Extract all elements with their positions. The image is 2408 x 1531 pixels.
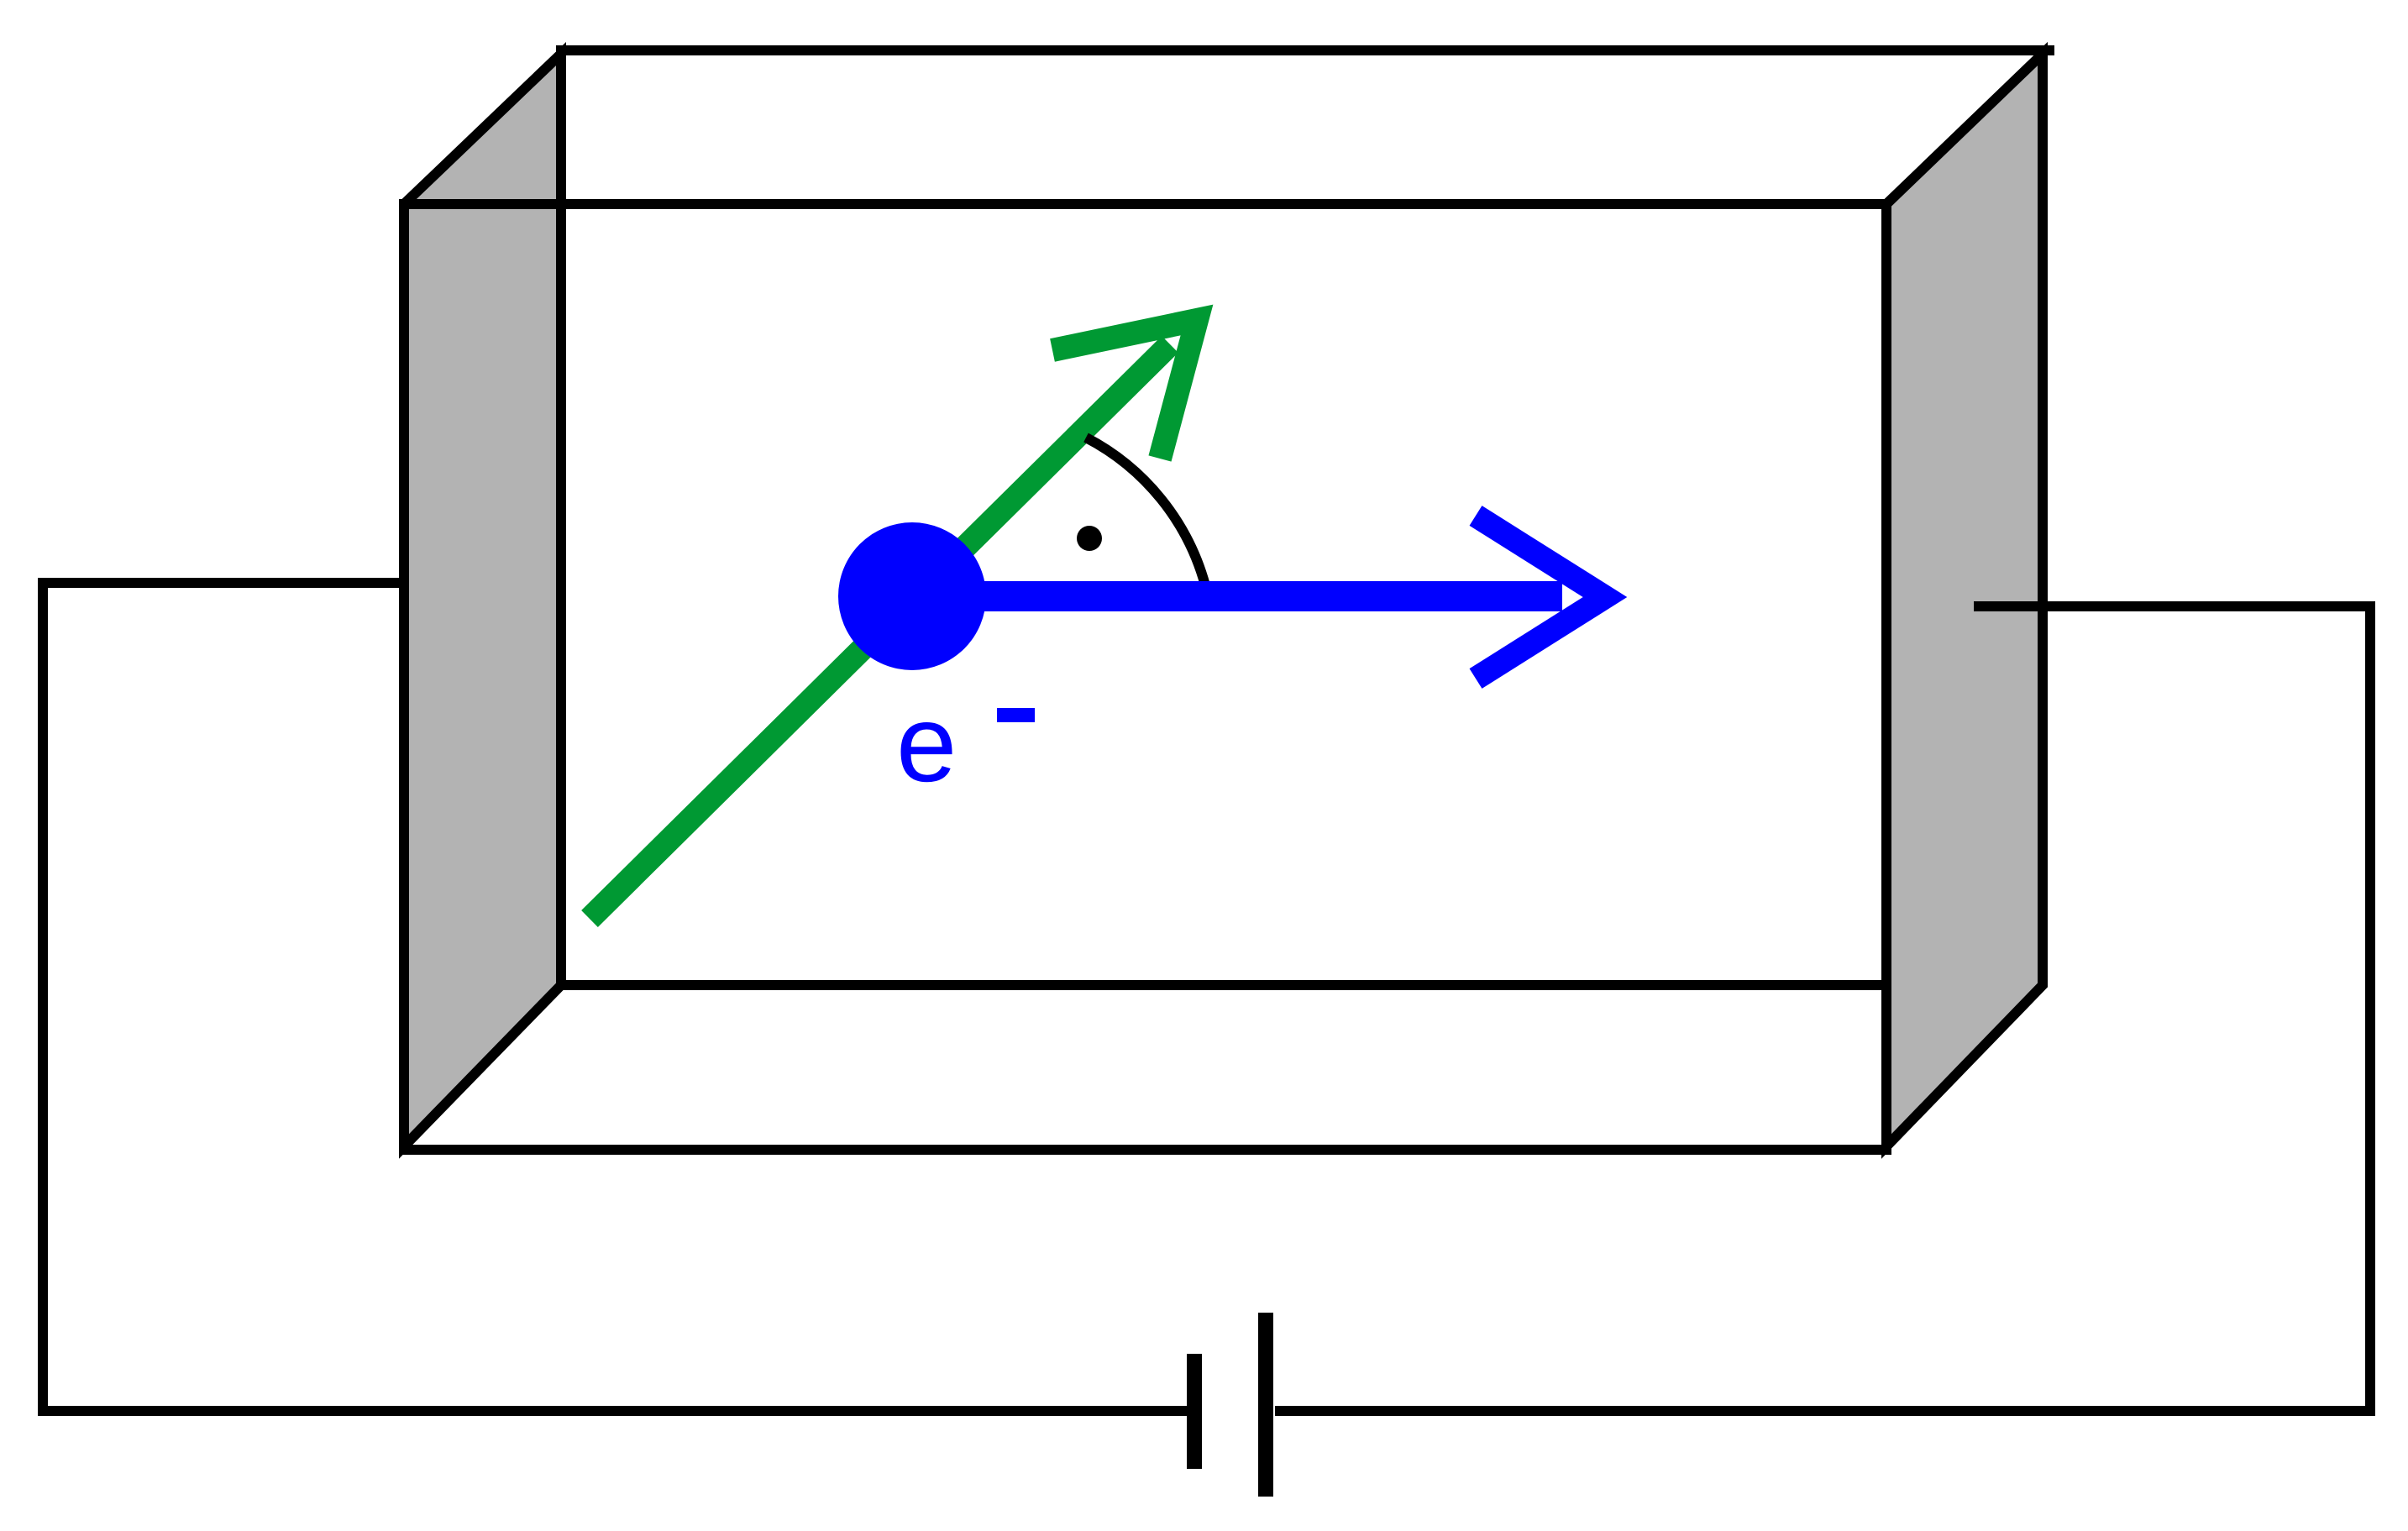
electron-label: e	[896, 682, 957, 805]
capacitor-plate-left	[399, 41, 566, 1159]
capacitor-plate-right	[1881, 41, 2048, 1159]
electron-symbol: e	[896, 682, 957, 805]
wire-left	[38, 578, 1196, 1416]
wire-right	[1275, 601, 2375, 1416]
angle-dot	[1077, 526, 1102, 551]
electron	[838, 522, 986, 670]
battery	[1187, 1313, 1273, 1497]
right-angle-marker	[1077, 433, 1210, 587]
angle-arc	[1083, 433, 1210, 587]
electron-charge-text: -	[0, 0, 1, 1]
electron-charge-sign	[997, 708, 1035, 722]
box-outline	[399, 45, 2054, 1155]
velocity-arrow	[911, 506, 1628, 689]
connecting-wires	[38, 578, 2375, 1416]
